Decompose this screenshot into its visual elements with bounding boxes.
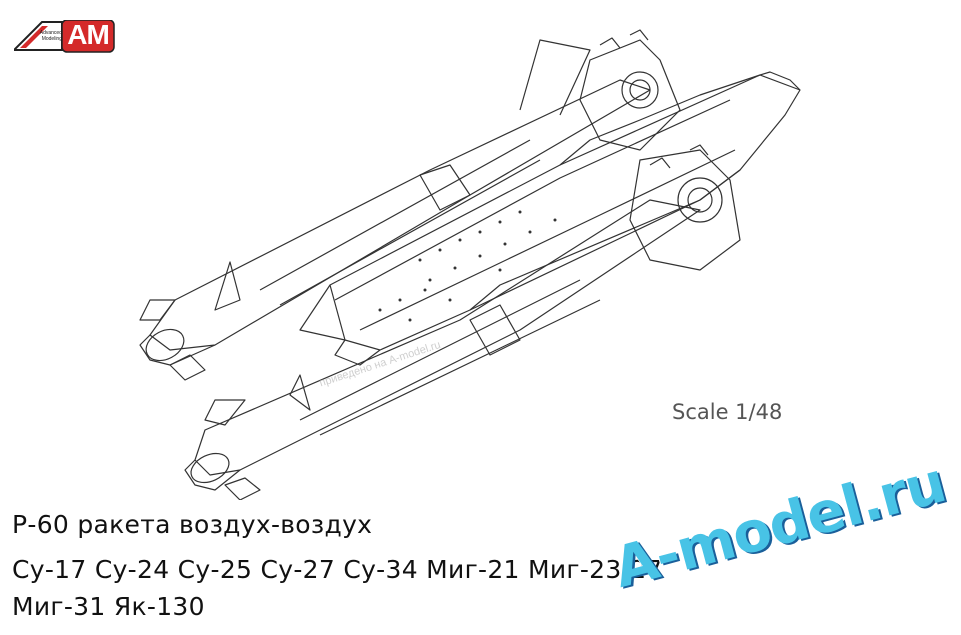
scale-label: Scale 1/48 xyxy=(672,400,783,424)
watermark: A-model.ru xyxy=(607,450,952,618)
pylon-rivets xyxy=(378,210,557,322)
title-line-1: Р-60 ракета воздух-воздух xyxy=(12,510,373,539)
missile-pylon-line-drawing xyxy=(139,29,801,500)
logo-subtitle: Advanced Modeling xyxy=(39,30,62,42)
lower-missile xyxy=(184,199,701,500)
launcher-rear-upper xyxy=(579,29,681,151)
brand-logo xyxy=(14,20,118,54)
title-line-3: Миг-31 Як-130 xyxy=(12,592,205,621)
logo-triangle-icon xyxy=(14,20,115,53)
upper-missile xyxy=(139,39,651,381)
launcher-rear-lower xyxy=(629,144,741,271)
logo-mark: AM xyxy=(67,19,110,50)
title-line-2: Су-17 Су-24 Су-25 Су-27 Су-34 Миг-21 Миг… xyxy=(12,555,663,584)
